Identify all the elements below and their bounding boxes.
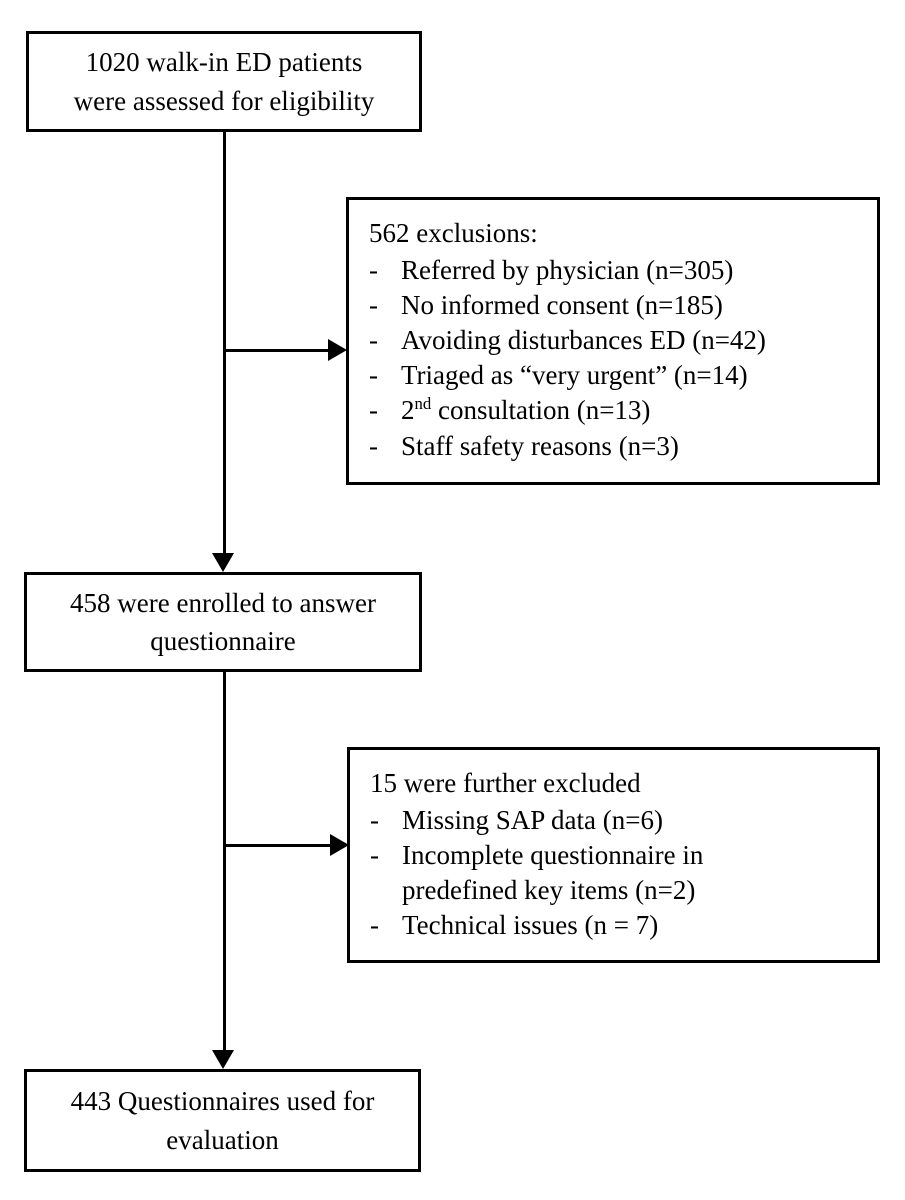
arrowhead-right-to-exclusions-1 xyxy=(328,339,347,361)
node-exclusions-2: 15 were further excluded - Missing SAP d… xyxy=(347,747,880,963)
bullet-dash-icon: - xyxy=(370,805,379,836)
arrowhead-right-to-exclusions-2 xyxy=(330,834,349,856)
ordinal-base: 2 xyxy=(401,395,415,426)
bullet-dash-icon: - xyxy=(369,430,378,461)
list-item: - Staff safety reasons (n=3) xyxy=(369,429,867,464)
exclusions-2-item-2: Technical issues (n = 7) xyxy=(402,910,659,941)
node-enrollment-line1: 1020 walk-in ED patients xyxy=(85,47,363,78)
node-analysed: 443 Questionnaires used for evaluation xyxy=(24,1069,421,1172)
arrowhead-down-to-enrolled xyxy=(212,553,234,572)
list-item: - Missing SAP data (n=6) xyxy=(370,803,867,838)
node-analysed-line1: 443 Questionnaires used for xyxy=(70,1086,375,1117)
node-analysed-line2: evaluation xyxy=(166,1124,279,1155)
exclusions-1-item-2: Avoiding disturbances ED (n=42) xyxy=(401,325,766,356)
exclusions-1-item-5: Staff safety reasons (n=3) xyxy=(401,430,679,461)
connector-enrolled-to-analysed xyxy=(223,672,226,1052)
exclusions-2-list: - Missing SAP data (n=6) - Incomplete qu… xyxy=(370,803,867,943)
connector-to-exclusions-1 xyxy=(225,349,338,352)
node-analysed-text: 443 Questionnaires used for evaluation xyxy=(57,1082,389,1159)
bullet-dash-icon: - xyxy=(370,910,379,941)
node-enrollment-line2: were assessed for eligibility xyxy=(73,85,375,116)
bullet-dash-icon: - xyxy=(369,290,378,321)
list-item: - Referred by physician (n=305) xyxy=(369,253,867,288)
list-item: - Technical issues (n = 7) xyxy=(370,908,867,943)
node-enrolled: 458 were enrolled to answer questionnair… xyxy=(24,572,422,672)
exclusions-2-title: 15 were further excluded xyxy=(370,768,641,798)
ordinal-rest: consultation (n=13) xyxy=(431,395,651,426)
list-item: - No informed consent (n=185) xyxy=(369,288,867,323)
list-item: - Incomplete questionnaire in predefined … xyxy=(370,838,867,908)
node-enrolled-line2: questionnaire xyxy=(150,626,296,656)
exclusions-2-item-1-line2: predefined key items (n=2) xyxy=(402,875,696,906)
connector-enrollment-to-enrolled xyxy=(223,132,226,555)
node-enrolled-text: 458 were enrolled to answer questionnair… xyxy=(56,584,390,661)
bullet-dash-icon: - xyxy=(369,325,378,356)
node-enrolled-line1: 458 were enrolled to answer xyxy=(70,587,376,618)
exclusions-2-item-1-line1: Incomplete questionnaire in xyxy=(402,840,704,871)
list-item: - Triaged as “very urgent” (n=14) xyxy=(369,358,867,393)
bullet-dash-icon: - xyxy=(369,255,378,286)
bullet-dash-icon: - xyxy=(370,840,379,871)
node-enrollment: 1020 walk-in ED patients were assessed f… xyxy=(26,31,422,132)
connector-to-exclusions-2 xyxy=(225,844,340,847)
exclusions-2-item-1: Incomplete questionnaire in predefined ke… xyxy=(402,838,867,908)
exclusions-1-list: - Referred by physician (n=305) - No inf… xyxy=(369,253,867,464)
exclusions-1-item-3: Triaged as “very urgent” (n=14) xyxy=(401,360,748,391)
exclusions-1-item-4: 2nd consultation (n=13) xyxy=(401,393,867,428)
ordinal-suffix: nd xyxy=(414,394,432,414)
bullet-dash-icon: - xyxy=(369,395,378,426)
exclusions-1-title: 562 exclusions: xyxy=(369,218,538,248)
arrowhead-down-to-analysed xyxy=(212,1050,234,1069)
exclusions-1-item-1: No informed consent (n=185) xyxy=(401,290,723,321)
exclusions-1-item-0: Referred by physician (n=305) xyxy=(401,255,734,286)
list-item: - 2nd consultation (n=13) xyxy=(369,393,867,428)
node-enrollment-text: 1020 walk-in ED patients were assessed f… xyxy=(60,43,389,120)
list-item: - Avoiding disturbances ED (n=42) xyxy=(369,323,867,358)
bullet-dash-icon: - xyxy=(369,360,378,391)
node-exclusions-1: 562 exclusions: - Referred by physician … xyxy=(346,197,880,485)
exclusions-2-item-0: Missing SAP data (n=6) xyxy=(402,805,663,836)
